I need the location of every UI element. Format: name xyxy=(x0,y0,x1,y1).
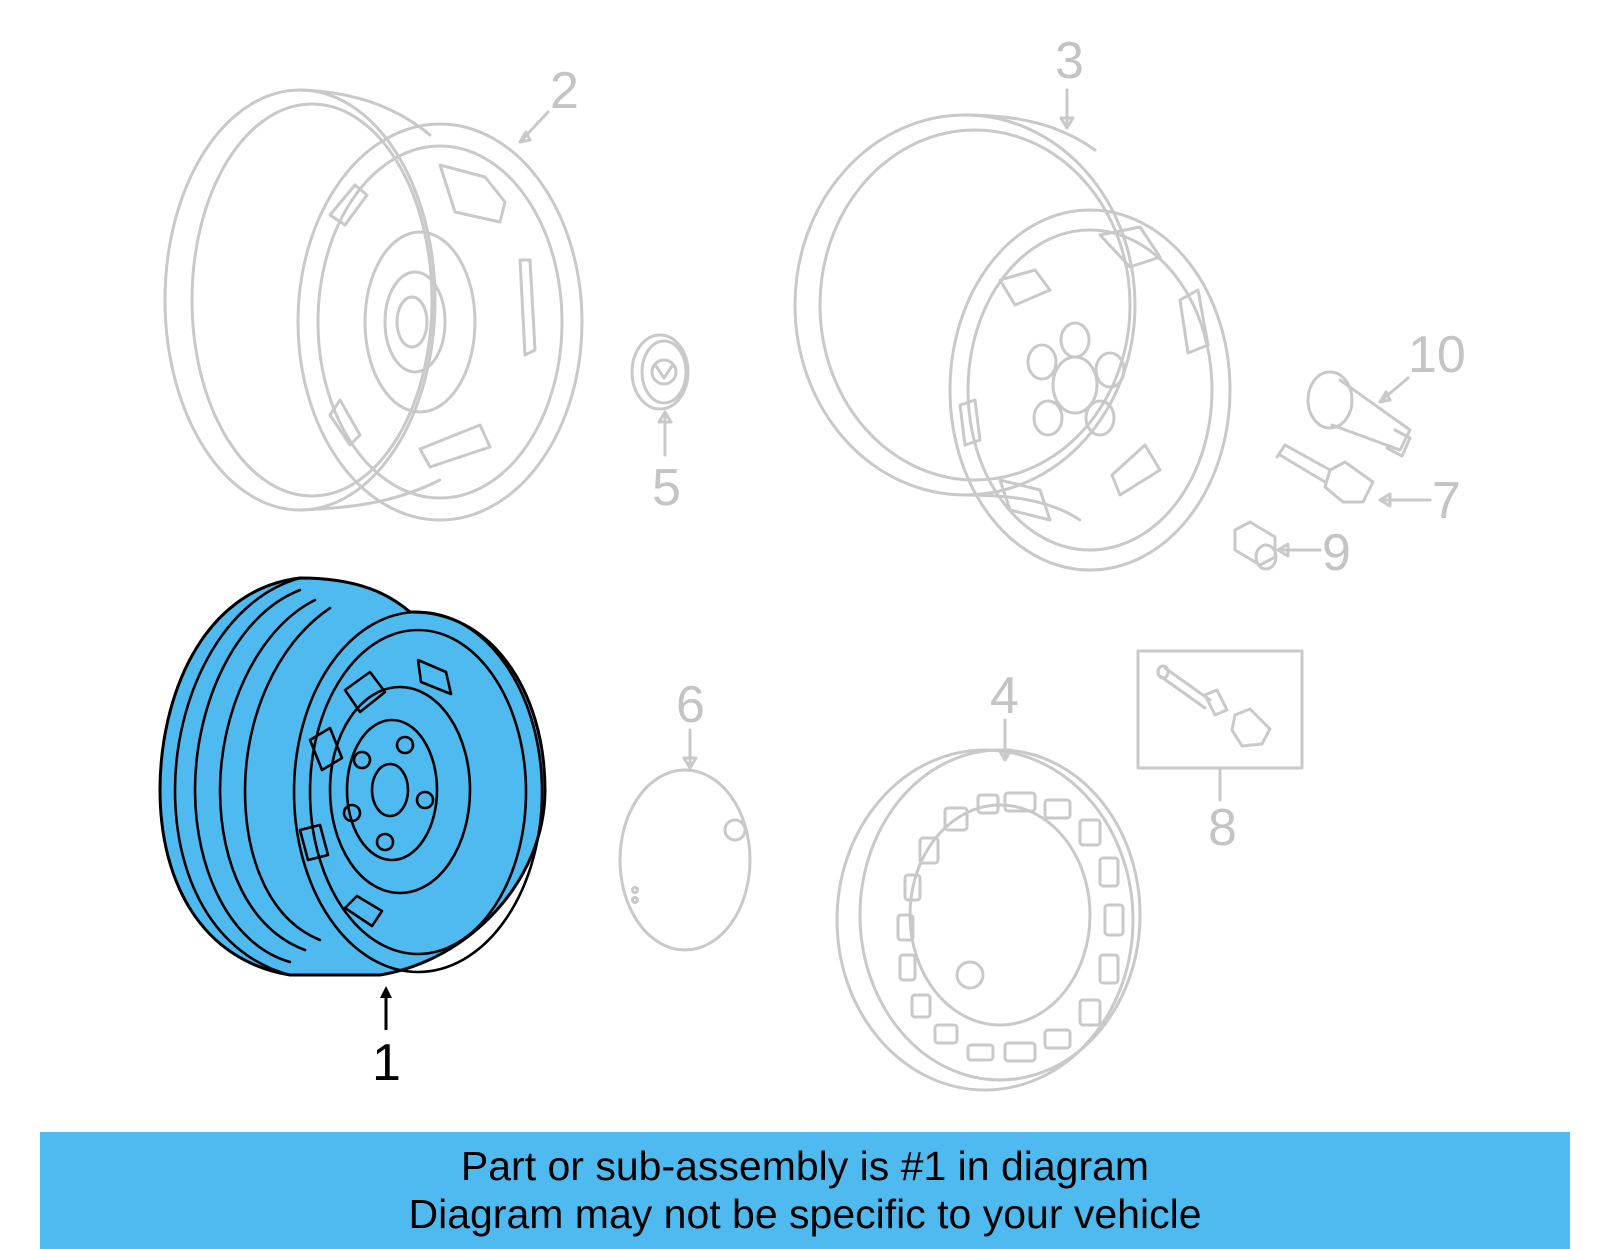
banner-line-1: Part or sub-assembly is #1 in diagram xyxy=(460,1143,1150,1189)
leader-lines xyxy=(380,88,1432,1030)
part-1-wheel[interactable] xyxy=(158,576,547,977)
part-2-wheel[interactable] xyxy=(163,88,584,522)
callout-5: 5 xyxy=(652,459,681,517)
callout-6: 6 xyxy=(676,676,705,734)
banner-line-2: Diagram may not be specific to your vehi… xyxy=(408,1191,1202,1237)
part-5-center-cap[interactable] xyxy=(630,333,690,411)
info-banner: Part or sub-assembly is #1 in diagram Di… xyxy=(40,1132,1570,1249)
callout-1: 1 xyxy=(372,1034,401,1092)
callout-10: 10 xyxy=(1408,326,1466,384)
part-7-lug-bolt[interactable] xyxy=(1275,443,1375,504)
part-6-hubcap[interactable] xyxy=(618,768,752,952)
callout-8: 8 xyxy=(1208,799,1237,857)
callout-labels: 2 3 5 10 7 9 6 4 8 1 xyxy=(372,32,1466,1092)
part-3-wheel[interactable] xyxy=(793,113,1232,572)
callout-2: 2 xyxy=(550,62,579,120)
callout-3: 3 xyxy=(1055,32,1084,90)
part-4-wheel-cover[interactable] xyxy=(835,748,1142,1092)
callout-9: 9 xyxy=(1322,524,1351,582)
part-10-valve-stem[interactable] xyxy=(1306,370,1412,458)
callout-7: 7 xyxy=(1432,472,1461,530)
part-9-lug-nut[interactable] xyxy=(1233,520,1278,571)
callout-4: 4 xyxy=(990,667,1019,725)
part-8-valve-kit[interactable] xyxy=(1136,649,1304,770)
